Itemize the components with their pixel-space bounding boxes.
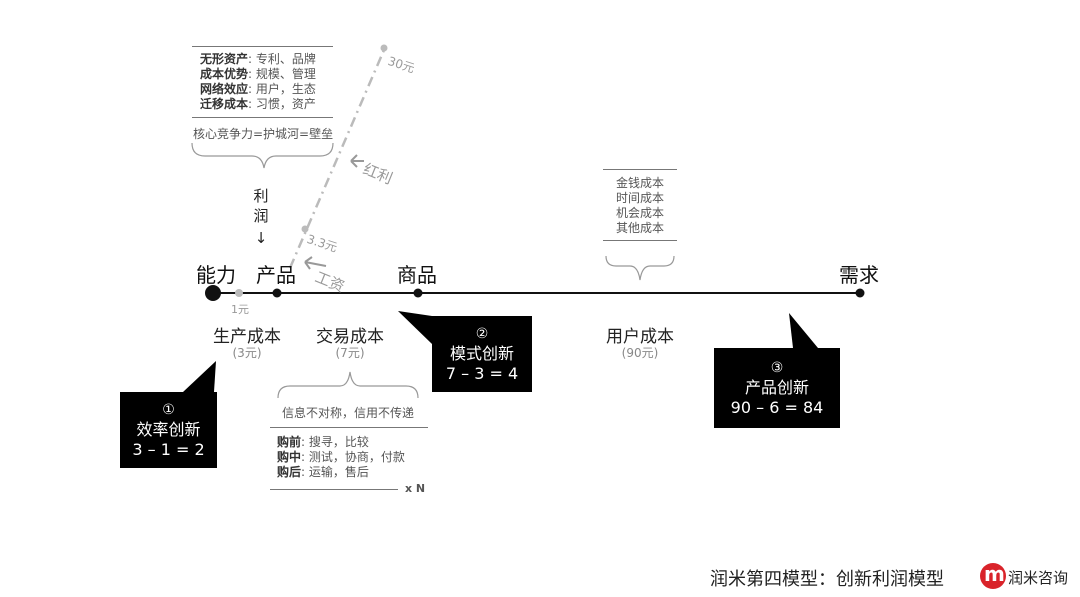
- user-cost-item: 其他成本: [615, 221, 664, 235]
- callout-3-title: 产品创新: [744, 378, 809, 397]
- dashed-top-dot: [380, 44, 388, 52]
- one-yuan-dot: [235, 289, 243, 297]
- callout-efficiency-innovation: ① 效率创新 3 – 1 = 2: [120, 392, 217, 468]
- transaction-mid-rule: [270, 427, 428, 428]
- footer-title: 润米第四模型：创新利润模型: [710, 569, 944, 590]
- goods-dot: [413, 288, 423, 298]
- production-cost-label: 生产成本: [213, 327, 281, 347]
- callout-1-formula: 3 – 1 = 2: [132, 440, 205, 459]
- transaction-cost-value: (7元): [335, 346, 365, 360]
- production-cost-value: (3元): [232, 346, 262, 360]
- user-cost-brace: [605, 255, 675, 281]
- callout-product-innovation: ③ 产品创新 90 – 6 = 84: [714, 348, 840, 428]
- user-cost-item: 机会成本: [615, 206, 664, 220]
- brand-logo-icon: [980, 563, 1006, 589]
- dividend-arrow-icon: [350, 154, 364, 168]
- moat-item: 无形资产: 专利、品牌: [200, 52, 316, 66]
- moat-top-rule: [192, 46, 333, 47]
- moat-item: 成本优势: 规模、管理: [200, 67, 316, 81]
- profit-char-2: 润: [253, 207, 269, 225]
- transaction-item: 购前: 搜寻，比较: [277, 435, 369, 449]
- node-product: 产品: [256, 263, 296, 287]
- callout-1-title: 效率创新: [136, 420, 201, 439]
- one-yuan-label: 1元: [231, 303, 249, 316]
- dividend-dashed-line: [288, 49, 386, 269]
- transaction-cost-label: 交易成本: [316, 327, 384, 347]
- profit-arrow-icon: ↓: [254, 229, 268, 247]
- user-cost-value: (90元): [621, 346, 659, 360]
- user-cost-item: 金钱成本: [615, 176, 664, 190]
- moat-mid-rule: [192, 117, 333, 118]
- transaction-item: 购后: 运输，售后: [277, 465, 369, 479]
- callout-2-title: 模式创新: [449, 344, 514, 363]
- demand-dot: [855, 288, 865, 298]
- transaction-header: 信息不对称，信用不传递: [282, 406, 415, 420]
- profit-label: 利 润 ↓: [253, 186, 269, 248]
- user-cost-label: 用户成本: [606, 327, 674, 347]
- moat-summary: 核心竞争力=护城河=壁垒: [193, 127, 334, 141]
- user-cost-item: 时间成本: [615, 191, 664, 205]
- callout-model-innovation: ② 模式创新 7 – 3 = 4: [432, 316, 532, 392]
- capability-dot: [205, 285, 221, 301]
- callout-2-number: ②: [475, 326, 489, 342]
- transaction-item: 购中: 测试，协商，付款: [277, 450, 405, 464]
- transaction-bottom-rule: [270, 489, 398, 490]
- callout-2-formula: 7 – 3 = 4: [445, 364, 519, 383]
- moat-item: 迁移成本: 习惯，资产: [200, 97, 316, 111]
- transaction-brace: [277, 371, 419, 399]
- profit-char-1: 利: [253, 187, 269, 205]
- transaction-list: 购前: 搜寻，比较 购中: 测试，协商，付款 购后: 运输，售后: [277, 435, 405, 480]
- node-capability: 能力: [196, 263, 236, 287]
- callout-3-pointer: [789, 313, 818, 348]
- dashed-bottom-dot: [301, 225, 309, 233]
- user-cost-list: 金钱成本 时间成本 机会成本 其他成本: [603, 176, 677, 236]
- callout-3-formula: 90 – 6 = 84: [730, 398, 824, 417]
- callout-1-number: ①: [162, 402, 175, 418]
- moat-brace: [191, 142, 334, 169]
- moat-list: 无形资产: 专利、品牌 成本优势: 规模、管理 网络效应: 用户，生态 迁移成本…: [200, 52, 316, 112]
- callout-3-number: ③: [770, 360, 784, 376]
- callout-2-pointer: [398, 311, 432, 344]
- user-cost-bottom-rule: [603, 240, 677, 241]
- brand-logo-letter: m: [984, 562, 1005, 586]
- node-goods: 商品: [397, 263, 437, 287]
- node-demand: 需求: [839, 263, 879, 287]
- transaction-multiplier: x N: [405, 482, 426, 495]
- moat-item: 网络效应: 用户，生态: [200, 82, 316, 96]
- wage-arrow-icon: [304, 256, 327, 270]
- user-cost-top-rule: [603, 169, 677, 170]
- product-dot: [272, 288, 282, 298]
- brand-name: 润米咨询: [1008, 569, 1069, 587]
- callout-1-pointer: [183, 361, 216, 392]
